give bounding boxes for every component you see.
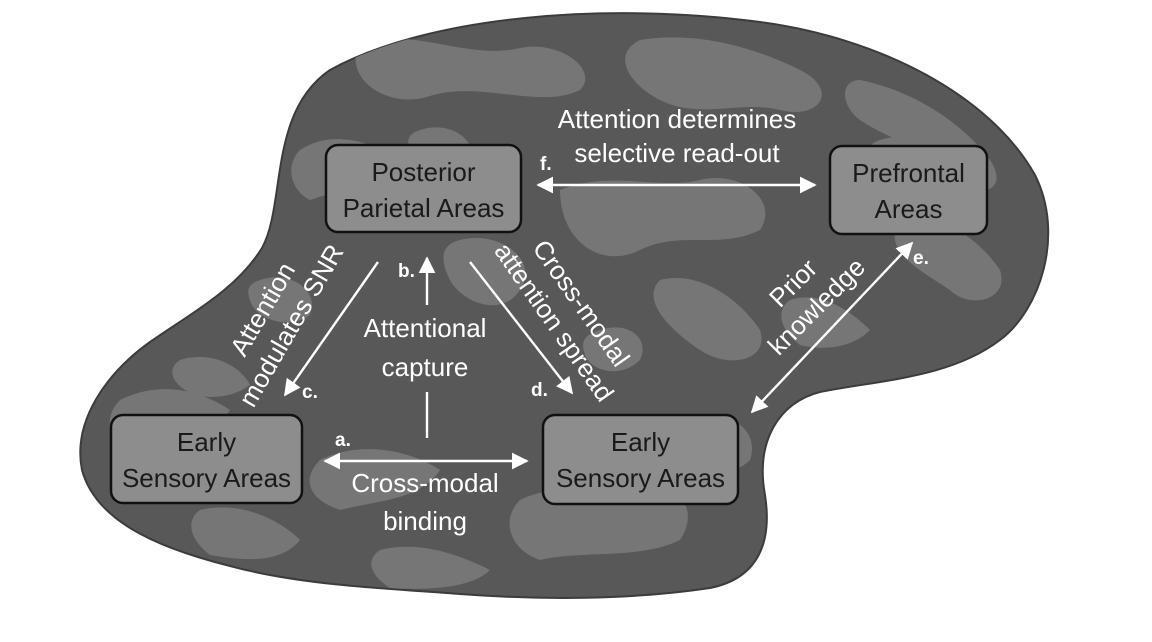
- box-label-line2: Sensory Areas: [122, 463, 291, 493]
- label-f-line1: Attention determines: [558, 104, 796, 134]
- label-a-line1: Cross-modal: [351, 468, 498, 498]
- letter-d: d.: [531, 380, 548, 401]
- label-b-line2: capture: [382, 352, 469, 382]
- label-b-line1: Attentional: [364, 313, 487, 343]
- box-posterior-parietal: Posterior Parietal Areas: [326, 145, 521, 232]
- box-early-sensory-right: Early Sensory Areas: [543, 415, 738, 504]
- box-early-sensory-left: Early Sensory Areas: [111, 415, 302, 503]
- box-label-line2: Areas: [875, 194, 943, 224]
- box-label-line2: Sensory Areas: [556, 463, 725, 493]
- box-prefrontal: Prefrontal Areas: [830, 146, 987, 234]
- letter-e: e.: [913, 248, 929, 269]
- box-label-line1: Posterior: [371, 157, 475, 187]
- letter-f: f.: [540, 154, 552, 175]
- letter-c: c.: [302, 382, 318, 403]
- label-f-line2: selective read-out: [574, 138, 780, 168]
- box-label-line1: Prefrontal: [852, 158, 965, 188]
- box-label-line1: Early: [177, 427, 236, 457]
- letter-a: a.: [335, 430, 351, 451]
- label-a-line2: binding: [383, 506, 467, 536]
- box-label-line2: Parietal Areas: [343, 193, 505, 223]
- box-label-line1: Early: [611, 427, 670, 457]
- letter-b: b.: [398, 261, 415, 282]
- brain-surface: [80, 13, 1048, 598]
